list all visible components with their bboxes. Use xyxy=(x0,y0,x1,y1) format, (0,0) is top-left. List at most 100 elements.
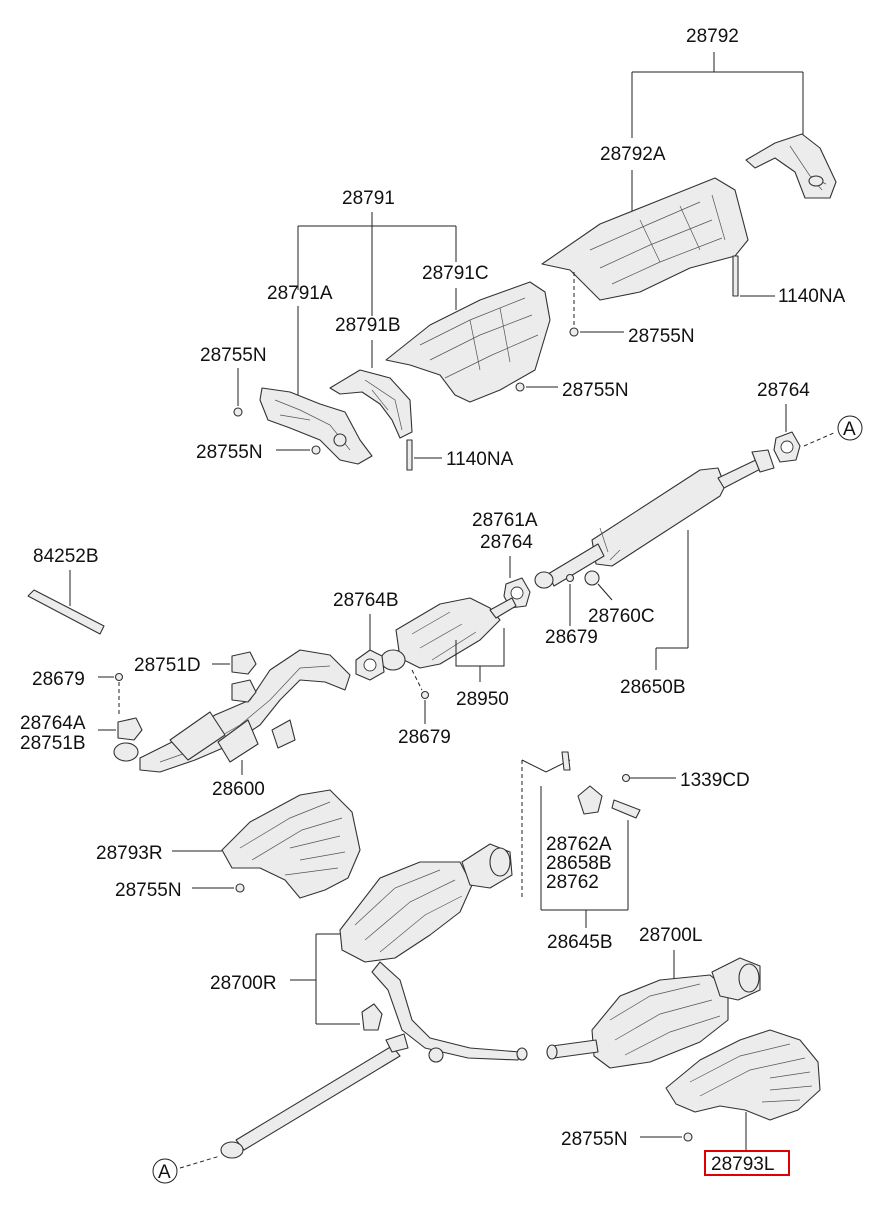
leader-28760C xyxy=(597,583,613,601)
label-28760C: 28760C xyxy=(588,606,655,627)
label-28679-left: 28679 xyxy=(32,669,85,690)
ref-circle-A-bottom xyxy=(152,1158,178,1184)
heat-shield-28793R[interactable] xyxy=(221,789,361,899)
gasket-28751D-2 xyxy=(231,679,257,703)
nut-28755N-upper-left[interactable] xyxy=(233,407,243,417)
heat-shield-28791A-hole xyxy=(333,433,347,447)
front-pipe-cat-1 xyxy=(169,711,226,761)
label-1140NA-right: 1140NA xyxy=(778,286,846,307)
label-28755N-lower-left: 28755N xyxy=(196,442,263,463)
rear-muffler-28700R-ribs xyxy=(354,869,463,953)
heat-shield-28793R-group: 28793R 28755N xyxy=(96,789,361,901)
gasket-28764A[interactable] xyxy=(117,717,143,741)
rear-muffler-28700L-inlet[interactable] xyxy=(551,1039,599,1059)
leader-28700R xyxy=(290,933,360,1025)
intermediate-pipe-flange xyxy=(385,1033,409,1053)
rear-muffler-28700L-group: 28700L xyxy=(546,925,761,1069)
nut-1339CD[interactable] xyxy=(621,773,631,783)
nut-28679-center[interactable] xyxy=(565,573,575,583)
label-28600: 28600 xyxy=(212,779,265,800)
center-muffler-group: 28764 A 28760C 28679 28650B 28761A 28764 xyxy=(472,380,863,698)
label-28762A: 28762A xyxy=(546,834,612,855)
label-28791: 28791 xyxy=(342,188,395,209)
nut-28755N-28793R[interactable] xyxy=(235,883,245,893)
catalytic-converter-28950[interactable] xyxy=(395,597,501,669)
rear-hanger-rubber xyxy=(428,1047,444,1063)
strip-84252B-group: 84252B xyxy=(27,546,105,635)
heat-shield-28792-group: 28792 28792A 1140NA 28755N xyxy=(541,26,846,347)
label-28658B: 28658B xyxy=(546,853,612,874)
label-1140NA-left: 1140NA xyxy=(446,449,514,470)
label-28764-mid: 28764 xyxy=(480,532,533,553)
bolt-hanger[interactable] xyxy=(561,751,571,771)
hanger-28760C[interactable] xyxy=(584,570,600,586)
rear-muffler-28700L[interactable] xyxy=(591,974,729,1069)
catalytic-converter-outlet xyxy=(489,597,517,619)
gasket-28751D[interactable] xyxy=(231,651,257,675)
center-muffler-28650B[interactable] xyxy=(591,467,726,567)
heat-shield-28793L-group: 28755N 28793L xyxy=(561,1029,821,1176)
ref-circle-A-top xyxy=(837,415,863,441)
label-1339CD: 1339CD xyxy=(680,770,750,791)
center-muffler-flange[interactable] xyxy=(751,449,775,473)
bolt-1140NA-left[interactable] xyxy=(406,439,413,471)
hanger-group-28645B: 1339CD 28762A 28658B 28762 28645B xyxy=(521,751,750,953)
heat-shield-28791B[interactable] xyxy=(329,369,413,439)
hanger-bracket-28762[interactable] xyxy=(611,799,641,819)
nut-28755N-28793L[interactable] xyxy=(683,1132,693,1142)
label-28792: 28792 xyxy=(686,26,739,47)
center-muffler-detail xyxy=(599,527,621,561)
heat-shield-bracket-28792[interactable] xyxy=(745,133,837,199)
label-84252B: 84252B xyxy=(33,546,99,567)
nut-28679-lower[interactable] xyxy=(420,690,430,700)
leader-28791 xyxy=(297,212,457,316)
heat-shield-28791C-ribs xyxy=(419,297,539,379)
ref-A-top: A xyxy=(843,419,856,440)
label-28764B: 28764B xyxy=(333,590,399,611)
label-28791A: 28791A xyxy=(267,283,333,304)
label-28764A: 28764A xyxy=(20,713,86,734)
hanger-rubber-28762A[interactable] xyxy=(577,785,603,815)
front-pipe-flange xyxy=(113,742,139,762)
rear-muffler-28700R-pipe[interactable] xyxy=(371,961,521,1061)
label-28762: 28762 xyxy=(546,872,599,893)
bolt-1140NA-right[interactable] xyxy=(732,255,739,297)
gasket-28764B-hole xyxy=(363,658,377,672)
label-28793L: 28793L xyxy=(711,1154,774,1175)
ref-A-bottom: A xyxy=(158,1162,171,1183)
heat-shield-28793L[interactable] xyxy=(665,1029,821,1121)
heat-shield-28792A[interactable] xyxy=(541,177,749,301)
nut-28679-left[interactable] xyxy=(114,672,124,682)
front-pipe-bracket xyxy=(271,719,296,749)
label-28755N-mid: 28755N xyxy=(562,380,629,401)
label-28950: 28950 xyxy=(456,689,509,710)
nut-28755N-top[interactable] xyxy=(569,327,579,337)
rear-muffler-28700R[interactable] xyxy=(339,861,473,963)
leader-28650B xyxy=(655,530,689,670)
nut-28755N-lower-left[interactable] xyxy=(311,445,321,455)
label-28764-top: 28764 xyxy=(757,380,810,401)
catalytic-converter-ribs xyxy=(411,611,477,661)
rear-muffler-28700R-tip-end xyxy=(489,847,511,877)
rear-pipe-end xyxy=(516,1047,528,1061)
heat-shield-28791B-ribs xyxy=(364,379,403,431)
front-pipe-group: 28600 28751D 28679 28764A 28751B xyxy=(20,649,351,800)
highlight-box-28793L[interactable] xyxy=(704,1150,790,1176)
heat-shield-28792A-ribs xyxy=(589,194,726,285)
rear-muffler-28700R-group: 28700R A xyxy=(152,843,528,1184)
dash-28679-lower xyxy=(411,669,423,691)
intermediate-pipe[interactable] xyxy=(235,1045,401,1151)
rear-muffler-28700L-ribs xyxy=(609,983,721,1056)
intermediate-pipe-front-flange xyxy=(220,1141,244,1159)
leader-28645B xyxy=(540,786,629,928)
label-28645B: 28645B xyxy=(547,932,613,953)
heat-shield-28791C[interactable] xyxy=(385,281,551,403)
strip-84252B[interactable] xyxy=(27,589,105,635)
heat-shield-28793L-ribs xyxy=(689,1043,813,1103)
rear-hanger-rubber-28700R xyxy=(361,1003,383,1031)
nut-28755N-mid[interactable] xyxy=(515,382,525,392)
dash-refA-top xyxy=(803,431,837,447)
label-28700R: 28700R xyxy=(210,973,277,994)
center-muffler-inlet-flange xyxy=(534,571,554,589)
